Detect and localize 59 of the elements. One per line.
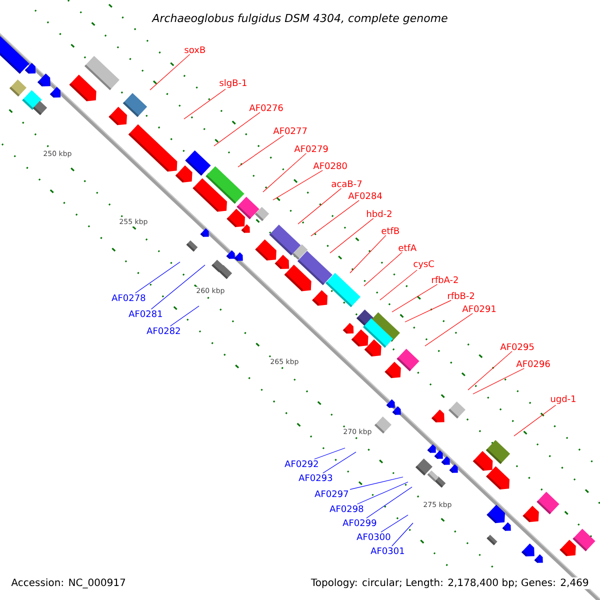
leader-line <box>310 200 360 236</box>
gene-label: soxB <box>184 46 205 54</box>
gene-label: ugd-1 <box>550 395 576 404</box>
gene-label: AF0282 <box>146 327 180 334</box>
gene-label: AF0301 <box>370 547 404 554</box>
leader-line <box>170 306 200 326</box>
gene-label: acaB-7 <box>332 180 362 188</box>
gene-label: AF0291 <box>462 305 496 312</box>
leader-line <box>350 476 404 490</box>
leader-line <box>392 284 438 312</box>
leader-line <box>350 235 386 274</box>
gene-label: AF0299 <box>342 519 376 526</box>
leader-line <box>314 448 346 460</box>
leader-line <box>262 153 306 192</box>
gene-label: AF0280 <box>313 162 347 170</box>
leader-line <box>424 313 473 346</box>
gene-label: AF0281 <box>128 310 162 318</box>
leader-line <box>322 452 356 474</box>
leader-line <box>238 135 284 168</box>
gene-label: AF0298 <box>330 505 364 512</box>
leader-line <box>392 522 414 546</box>
gene-label: AF0297 <box>314 490 348 498</box>
leader-line <box>150 264 206 310</box>
leader-line <box>404 300 452 322</box>
gene-label: AF0296 <box>516 360 550 368</box>
leader-line <box>214 112 260 146</box>
leader-line <box>364 252 402 286</box>
gene-label: etfB <box>382 227 399 234</box>
gene-label: AF0276 <box>249 104 283 112</box>
leader-line <box>135 262 180 294</box>
gene-label: AF0300 <box>356 533 390 540</box>
gene-label: etfA <box>398 244 417 252</box>
leader-line <box>150 54 190 90</box>
leader-line <box>468 351 512 390</box>
footer-text: Topology: circular; Length: 2,178,400 bp; Genes: 2,469 <box>310 577 590 590</box>
leader-line <box>366 486 412 518</box>
gene-label: AF0278 <box>112 294 146 302</box>
gene-label: hbd-2 <box>367 210 392 218</box>
leader-line <box>356 482 408 504</box>
leader-line <box>298 188 342 224</box>
gene-label: AF0292 <box>284 460 318 468</box>
title: Archaeoglobus fulgidus DSM 4304, complete genome <box>152 14 448 24</box>
leader-line <box>184 88 226 120</box>
gene-label: AF0279 <box>294 145 328 152</box>
gene-label: rfbB-2 <box>448 292 474 300</box>
leader-line <box>330 218 374 254</box>
gene-label: slgB-1 <box>220 79 246 88</box>
gene-label: AF0293 <box>298 474 332 482</box>
gene-label: cysC <box>414 260 434 269</box>
leader-line <box>472 368 524 394</box>
leader-line <box>514 404 556 436</box>
gene-label: AF0295 <box>500 343 534 350</box>
footer-text: Accession: NC_000917 <box>10 577 127 590</box>
gene-label: AF0277 <box>273 127 307 134</box>
gene-label: AF0284 <box>348 192 382 200</box>
leader-line <box>380 270 418 300</box>
leader-line <box>272 170 323 200</box>
leader-line <box>380 514 408 532</box>
gene-label: rfbA-2 <box>432 276 458 284</box>
